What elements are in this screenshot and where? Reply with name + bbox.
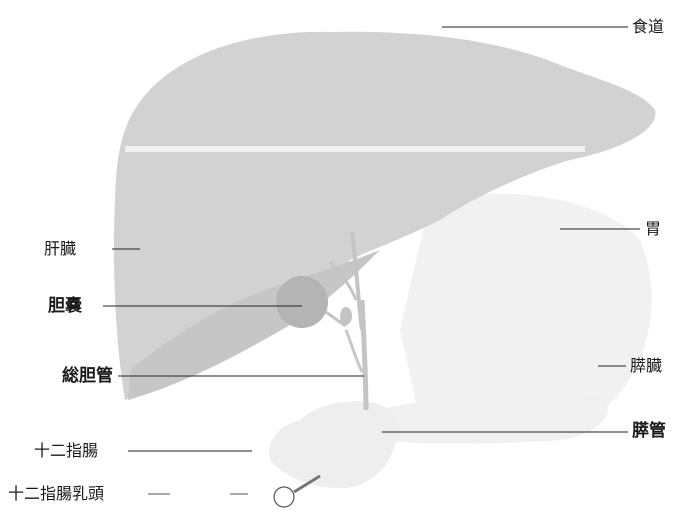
label-pancreatic-duct: 膵管 (632, 421, 666, 441)
label-esophagus: 食道 (632, 17, 664, 37)
duodenal-papilla-shape (274, 487, 294, 507)
label-duodenal-papilla: 十二指腸乳頭 (8, 484, 104, 504)
liver-highlight (125, 146, 585, 152)
duodenum-shape (269, 401, 397, 488)
label-common-bile-duct: 総胆管 (62, 366, 113, 386)
common-bile-duct-shape (362, 300, 366, 410)
label-pancreas: 膵臓 (630, 356, 662, 376)
label-stomach: 胃 (645, 219, 661, 239)
label-duodenum: 十二指腸 (34, 441, 98, 461)
label-liver: 肝臓 (44, 239, 76, 259)
label-gallbladder: 胆嚢 (48, 296, 82, 316)
duct-branch (346, 330, 362, 372)
pancreas-shape (380, 395, 608, 444)
gallbladder-shape (276, 276, 328, 328)
